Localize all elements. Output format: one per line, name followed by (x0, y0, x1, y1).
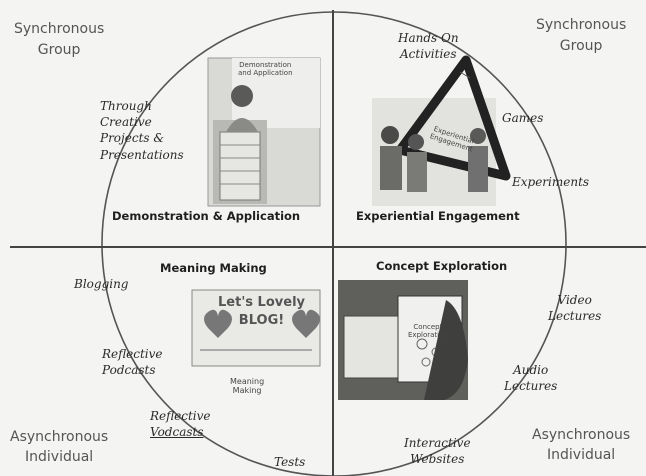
demonstration-photo (207, 57, 321, 207)
video-line2: Lectures (548, 309, 602, 324)
video-line1: Video (557, 293, 592, 307)
label-interactive-websites: Interactive Websites (404, 436, 471, 467)
hands-on-line2: Activities (399, 47, 457, 62)
concept-photo (338, 280, 468, 400)
caption-blog-sign: Let's Lovely BLOG! (218, 295, 305, 329)
corner-bottom-right-line2: Individual (547, 447, 616, 464)
corner-top-left-line2: Group (37, 42, 81, 59)
audio-line1: Audio (513, 363, 549, 377)
label-experiments: Experiments (512, 175, 590, 189)
caption-demo-app: Demonstration and Application (238, 61, 293, 77)
through-line1: Through (100, 99, 152, 113)
corner-bottom-left-line1: Asynchronous (10, 429, 109, 445)
audio-line2: Lectures (504, 379, 558, 394)
quadrant-title-meaning: Meaning Making (160, 261, 267, 275)
corner-bottom-left: Asynchronous Individual (10, 429, 109, 466)
corner-bottom-right-line1: Asynchronous (532, 427, 631, 443)
hands-on-line1: Hands On (398, 31, 459, 45)
corner-top-left: Synchronous Group (14, 21, 105, 59)
caption-concept-exploration: Concept Exploration (408, 323, 448, 339)
websites-line2: Websites (410, 451, 465, 466)
blog-sign-line2: BLOG! (238, 313, 285, 329)
caption-meaning-making: Meaning Making (230, 377, 265, 396)
quadrant-title-experiential: Experiential Engagement (356, 209, 520, 223)
corner-top-right-line1: Synchronous (536, 17, 627, 33)
through-line4: Presentations (100, 147, 184, 162)
corner-top-left-line1: Synchronous (14, 21, 105, 37)
websites-line1: Interactive (404, 436, 471, 450)
podcasts-line1: Reflective (102, 347, 163, 361)
label-video-lectures: Video Lectures (548, 292, 601, 324)
label-hands-on-activities: Hands On Activities (398, 30, 459, 62)
connector (459, 71, 471, 79)
vodcasts-line1: Reflective (150, 409, 211, 423)
label-reflective-vodcasts: Reflective Vodcasts (150, 408, 211, 440)
blog-photo (191, 289, 321, 367)
podcasts-line2: Podcasts (102, 363, 156, 378)
label-through-creative-projects: Through Creative Projects & Presentation… (100, 98, 184, 163)
label-tests: Tests (274, 455, 306, 469)
blog-sign-line1: Let's Lovely (218, 295, 305, 310)
experiential-photo (372, 55, 511, 206)
corner-bottom-right: Asynchronous Individual (532, 427, 631, 464)
caption-meaning-line2: Making (232, 385, 262, 395)
corner-top-right: Synchronous Group (536, 17, 627, 55)
caption-demo-line2: and Application (238, 68, 293, 77)
caption-meaning-line1: Meaning (230, 377, 265, 386)
caption-concept-line1: Concept (413, 323, 443, 331)
caption-concept-line2: Exploration (408, 330, 448, 339)
label-games: Games (502, 111, 544, 125)
quadrant-title-demonstration: Demonstration & Application (112, 209, 301, 223)
label-reflective-podcasts: Reflective Podcasts (102, 346, 163, 378)
caption-demo-line1: Demonstration (239, 61, 292, 69)
corner-top-right-line2: Group (559, 38, 603, 55)
vodcasts-line2: Vodcasts (150, 425, 204, 440)
through-line3: Projects & (100, 131, 165, 146)
corner-bottom-left-line2: Individual (25, 449, 94, 466)
through-line2: Creative (100, 115, 152, 130)
label-blogging: Blogging (74, 277, 129, 291)
label-audio-lectures: Audio Lectures (504, 362, 557, 394)
quadrant-title-concept: Concept Exploration (376, 259, 508, 273)
